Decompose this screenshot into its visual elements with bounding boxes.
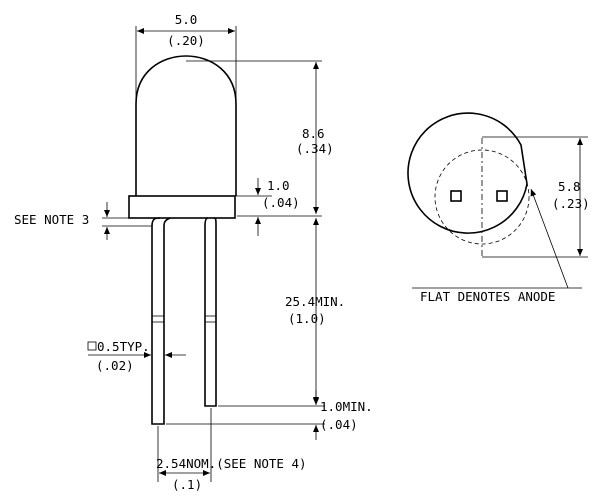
- top-view-lens-circle: [434, 149, 530, 245]
- lead-square-in-label: (.02): [96, 358, 134, 373]
- diameter-mm-label: 5.8: [558, 179, 581, 194]
- lead-length-in-label: (1.0): [288, 311, 326, 326]
- height-dimension: 8.6 (.34): [186, 60, 334, 217]
- pitch-in-label: (.1): [172, 477, 202, 492]
- diameter-dimension: 5.8 (.23): [482, 136, 590, 258]
- top-view-outline: [407, 112, 528, 234]
- lead-offset-dimension: 1.0MIN. (.04): [166, 390, 373, 440]
- pitch-dimension: 2.54NOM.(SEE NOTE 4) (.1): [156, 408, 307, 492]
- led-side-view: [128, 55, 237, 425]
- lead-offset-mm-label: 1.0MIN.: [320, 399, 373, 414]
- width-mm-label: 5.0: [175, 12, 198, 27]
- height-mm-label: 8.6: [302, 126, 325, 141]
- flat-anode-label: FLAT DENOTES ANODE: [420, 289, 555, 304]
- diameter-in-label: (.23): [552, 196, 590, 211]
- height-in-label: (.34): [296, 141, 334, 156]
- led-top-view: [407, 112, 530, 256]
- width-in-label: (.20): [167, 33, 205, 48]
- pitch-mm-label: 2.54NOM.(SEE NOTE 4): [156, 456, 307, 471]
- cathode-pad: [496, 190, 508, 202]
- anode-pad: [450, 190, 462, 202]
- see-note-3-label: SEE NOTE 3: [14, 212, 89, 227]
- lead-length-mm-label: 25.4MIN.: [285, 294, 345, 309]
- flat-anode-callout: FLAT DENOTES ANODE: [412, 188, 582, 304]
- led-dome: [135, 55, 237, 196]
- led-flange: [128, 195, 236, 219]
- lead-length-dimension: 25.4MIN. (1.0): [285, 218, 345, 404]
- width-dimension: 5.0 (.20): [135, 12, 237, 98]
- lead-offset-in-label: (.04): [320, 417, 358, 432]
- flange-in-label: (.04): [262, 195, 300, 210]
- lead-square-dimension: 0.5TYP. (.02): [87, 339, 186, 373]
- flange-mm-label: 1.0: [267, 178, 290, 193]
- anode-lead: [151, 217, 171, 425]
- flange-dimension: 1.0 (.04): [236, 178, 300, 236]
- cathode-lead: [204, 217, 217, 407]
- lead-square-mm-label: 0.5TYP.: [97, 339, 150, 354]
- see-note-3-callout: SEE NOTE 3: [14, 202, 152, 240]
